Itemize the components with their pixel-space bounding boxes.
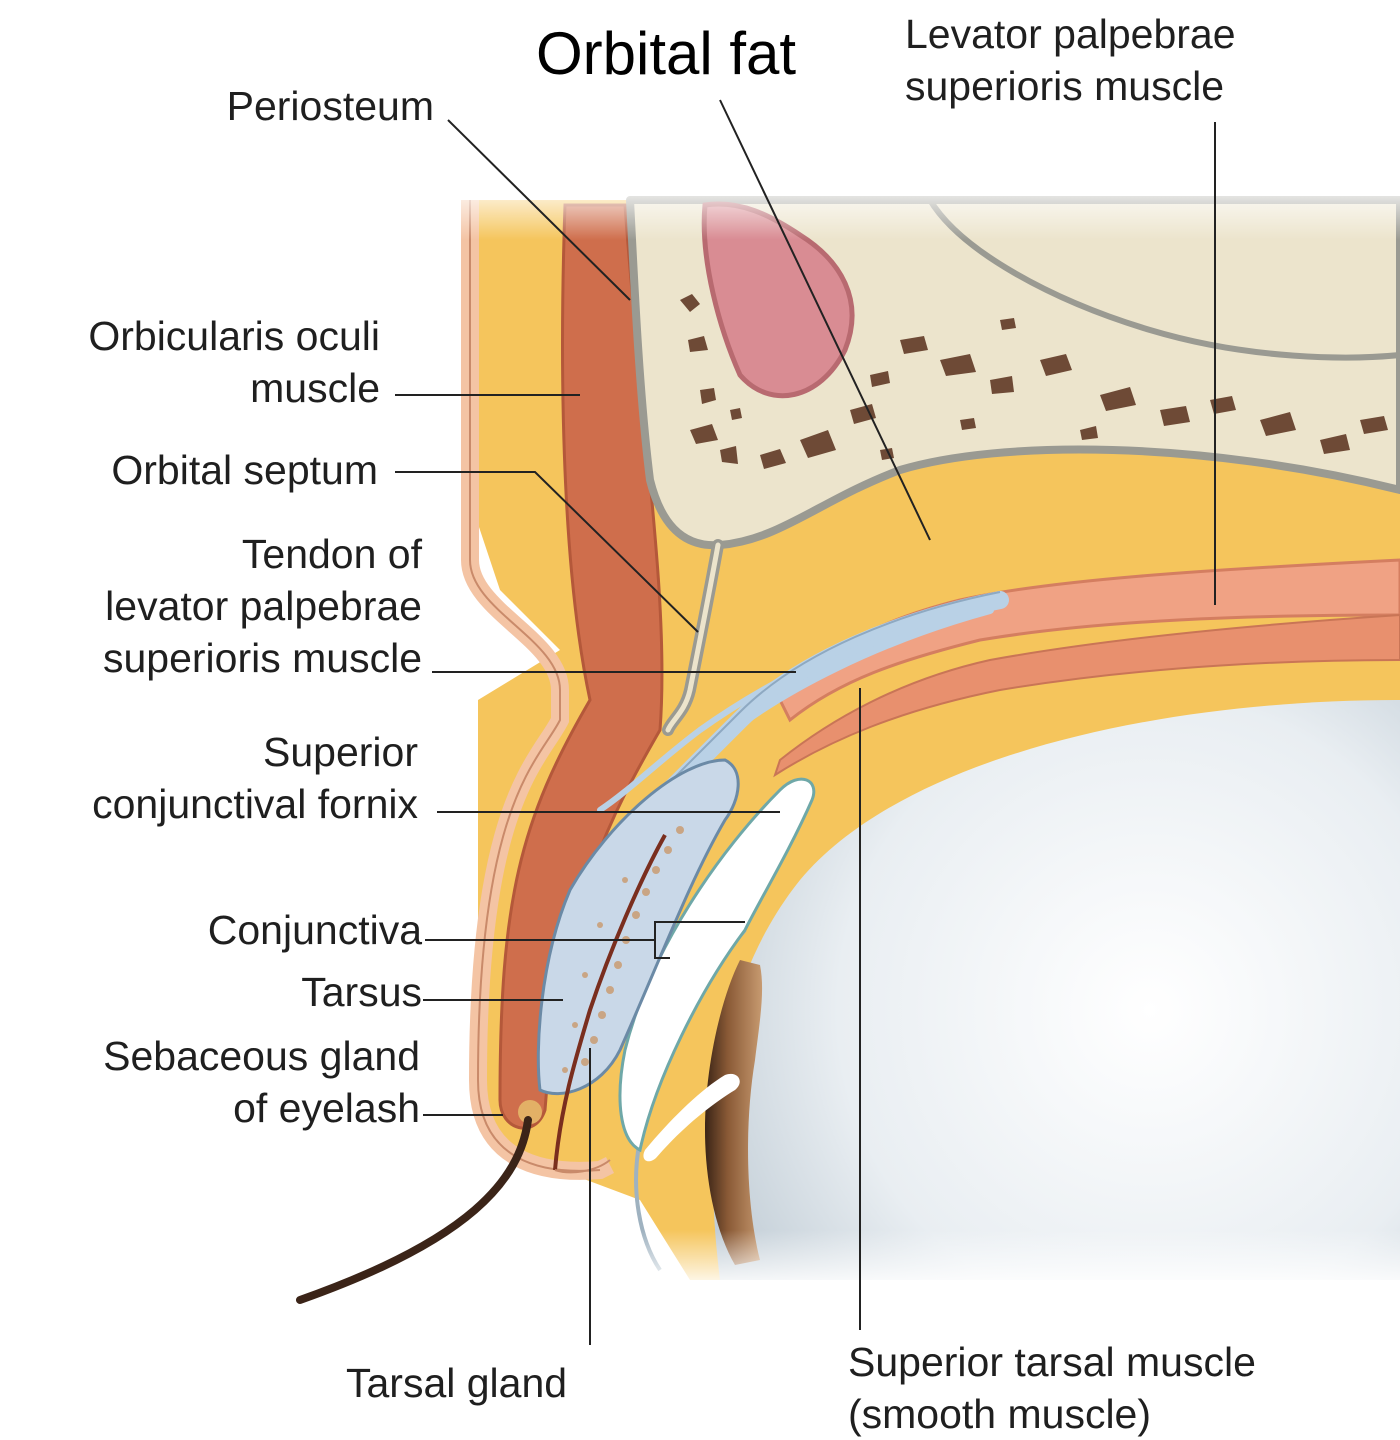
label-orbicularis-oculi-muscle: Orbicularis oculi muscle — [88, 310, 380, 414]
label-tendon-of-levator: Tendon of levator palpebrae superioris m… — [103, 528, 422, 684]
label-tarsus: Tarsus — [301, 966, 422, 1018]
label-orbicularis-line-2: muscle — [88, 362, 380, 414]
label-sebaceous-line-2: of eyelash — [103, 1082, 420, 1134]
label-tarsal-gland: Tarsal gland — [346, 1357, 567, 1409]
label-fornix-line-2: conjunctival fornix — [92, 778, 418, 830]
label-orbicularis-line-1: Orbicularis oculi — [88, 310, 380, 362]
bottom-fade — [600, 1230, 1400, 1290]
label-tendon-line-3: superioris muscle — [103, 632, 422, 684]
label-periosteum: Periosteum — [227, 80, 434, 132]
label-orbital-fat: Orbital fat — [536, 22, 796, 86]
label-levator-line-1: Levator palpebrae — [905, 8, 1236, 60]
label-conjunctiva: Conjunctiva — [208, 904, 422, 956]
label-sebaceous-line-1: Sebaceous gland — [103, 1030, 420, 1082]
label-levator-palpebrae-superioris-muscle: Levator palpebrae superioris muscle — [905, 8, 1236, 112]
label-superior-conjunctival-fornix: Superior conjunctival fornix — [92, 726, 418, 830]
label-superior-tarsal-line-1: Superior tarsal muscle — [848, 1336, 1256, 1388]
label-sebaceous-gland-of-eyelash: Sebaceous gland of eyelash — [103, 1030, 420, 1134]
label-orbital-septum: Orbital septum — [111, 444, 378, 496]
label-tendon-line-2: levator palpebrae — [103, 580, 422, 632]
top-fade — [460, 180, 1400, 240]
label-fornix-line-1: Superior — [92, 726, 418, 778]
label-superior-tarsal-muscle: Superior tarsal muscle (smooth muscle) — [848, 1336, 1256, 1440]
label-levator-line-2: superioris muscle — [905, 60, 1236, 112]
label-superior-tarsal-line-2: (smooth muscle) — [848, 1388, 1256, 1440]
label-tendon-line-1: Tendon of — [103, 528, 422, 580]
